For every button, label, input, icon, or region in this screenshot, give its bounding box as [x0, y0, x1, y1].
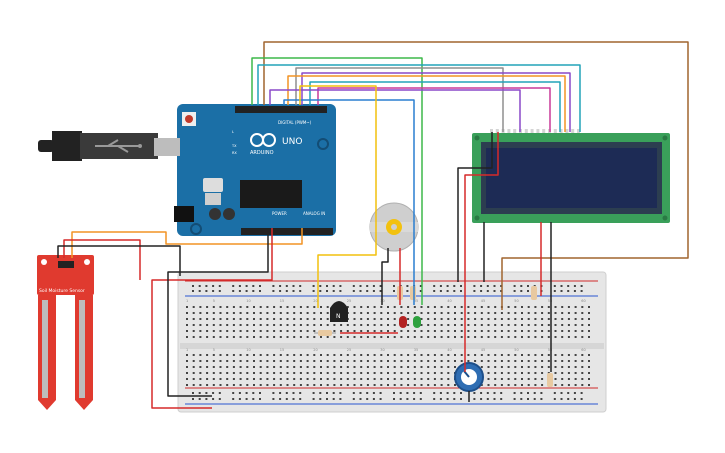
atmega-chip [240, 180, 302, 208]
breadboard-col-label: 45 [481, 299, 485, 303]
resistor-lcd-backlight[interactable] [531, 286, 537, 300]
soil-moisture-sensor[interactable]: Soil Moisture Sensor [37, 255, 94, 410]
breadboard[interactable]: 1155101015152020252530303535404045455050… [177, 271, 607, 413]
lcd-16x2-display[interactable] [472, 129, 670, 223]
lcd-pin[interactable] [565, 129, 569, 133]
breadboard-col-label: 40 [447, 348, 451, 352]
wire-red-lcd-vcc[interactable] [464, 132, 499, 372]
wire-orange-sensor[interactable] [71, 228, 303, 258]
breadboard-col-label: 15 [280, 348, 284, 352]
breadboard-col-label: 10 [246, 348, 250, 352]
breadboard-col-label: 35 [414, 299, 418, 303]
breadboard-col-label: 5 [213, 348, 215, 352]
resistor-transistor-base[interactable] [314, 330, 336, 336]
lcd-pin[interactable] [542, 129, 546, 133]
wire-red-power[interactable] [151, 228, 273, 409]
dc-motor[interactable] [369, 202, 419, 252]
npn-transistor[interactable]: N [330, 301, 348, 322]
breadboard-col-label: 15 [280, 299, 284, 303]
breadboard-col-label: 30 [380, 348, 384, 352]
arduino-uno-board[interactable]: ARDUINO UNO DIGITAL (PWM~) POWER ANALOG … [174, 104, 336, 236]
arduino-brand-label: ARDUINO [250, 150, 274, 156]
lcd-pin[interactable] [571, 129, 575, 133]
breadboard-col-label: 1 [186, 299, 188, 303]
power-jack[interactable] [174, 206, 194, 222]
lcd-screen [486, 148, 657, 208]
breadboard-col-label: 1 [186, 348, 188, 352]
breadboard-col-label: 50 [514, 348, 518, 352]
wire-magenta-lcd[interactable] [317, 87, 551, 132]
sensor-label: Soil Moisture Sensor [39, 288, 85, 294]
breadboard-col-label: 60 [581, 348, 585, 352]
breadboard-col-label: 10 [246, 299, 250, 303]
wire-purple-lcd[interactable] [301, 72, 571, 132]
lcd-pin[interactable] [524, 129, 528, 133]
wire-black-lcd-gnd[interactable] [457, 132, 493, 282]
wire-black-motor[interactable] [381, 248, 389, 305]
lcd-pin[interactable] [553, 129, 557, 133]
wire-brown-top[interactable] [263, 41, 689, 310]
l-led-label: L [232, 130, 234, 134]
wire-blue-led[interactable] [283, 99, 415, 305]
lcd-pin[interactable] [507, 129, 511, 133]
lcd-pin[interactable] [495, 129, 499, 133]
wire-red-sensor[interactable] [63, 239, 141, 280]
tx-led-label: TX [231, 144, 237, 148]
breadboard-col-label: 60 [581, 299, 585, 303]
digital-pins-label: DIGITAL (PWM~) [278, 120, 312, 125]
wire-purple-lcd-2[interactable] [269, 89, 521, 132]
lcd-pin[interactable] [513, 129, 517, 133]
wire-black-gnd[interactable] [167, 228, 269, 397]
lcd-pin[interactable] [490, 129, 493, 133]
wire-teal-lcd[interactable] [257, 64, 581, 132]
breadboard-col-label: 35 [414, 348, 418, 352]
transistor-label: N [336, 313, 341, 320]
potentiometer[interactable] [454, 362, 484, 392]
resistor-bottom-right[interactable] [547, 373, 553, 387]
analog-pins-label: ANALOG IN [303, 211, 325, 216]
lcd-pin[interactable] [559, 129, 563, 133]
breadboard-col-label: 5 [213, 299, 215, 303]
power-pins-label: POWER [272, 211, 287, 216]
breadboard-col-label: 45 [481, 348, 485, 352]
red-led[interactable] [399, 316, 407, 328]
breadboard-col-label: 25 [347, 348, 351, 352]
wire-yellow-motor[interactable] [299, 85, 377, 308]
breadboard-col-label: 50 [514, 299, 518, 303]
usb-icon [95, 139, 142, 153]
wire-grey-lcd[interactable] [295, 67, 504, 132]
green-led[interactable] [413, 316, 421, 328]
rx-led-label: RX [232, 151, 237, 155]
breadboard-col-label: 40 [447, 299, 451, 303]
breadboard-col-label: 20 [313, 348, 317, 352]
breadboard-col-label: 55 [548, 348, 552, 352]
lcd-pin[interactable] [536, 129, 540, 133]
lcd-pin[interactable] [577, 129, 580, 133]
wire-green-lcd[interactable] [251, 57, 423, 305]
wire-teal-lcd-2[interactable] [309, 81, 561, 132]
usb-cable[interactable] [38, 131, 180, 161]
wires[interactable] [57, 41, 689, 409]
lcd-pin[interactable] [530, 129, 534, 133]
breadboard-col-label: 25 [347, 299, 351, 303]
arduino-model-label: UNO [282, 137, 302, 147]
wire-black-sensor[interactable] [57, 245, 181, 276]
breadboard-col-label: 55 [548, 299, 552, 303]
resistor-led-green[interactable] [410, 286, 416, 300]
arduino-logo-icon [250, 133, 276, 147]
breadboard-col-label: 20 [313, 299, 317, 303]
